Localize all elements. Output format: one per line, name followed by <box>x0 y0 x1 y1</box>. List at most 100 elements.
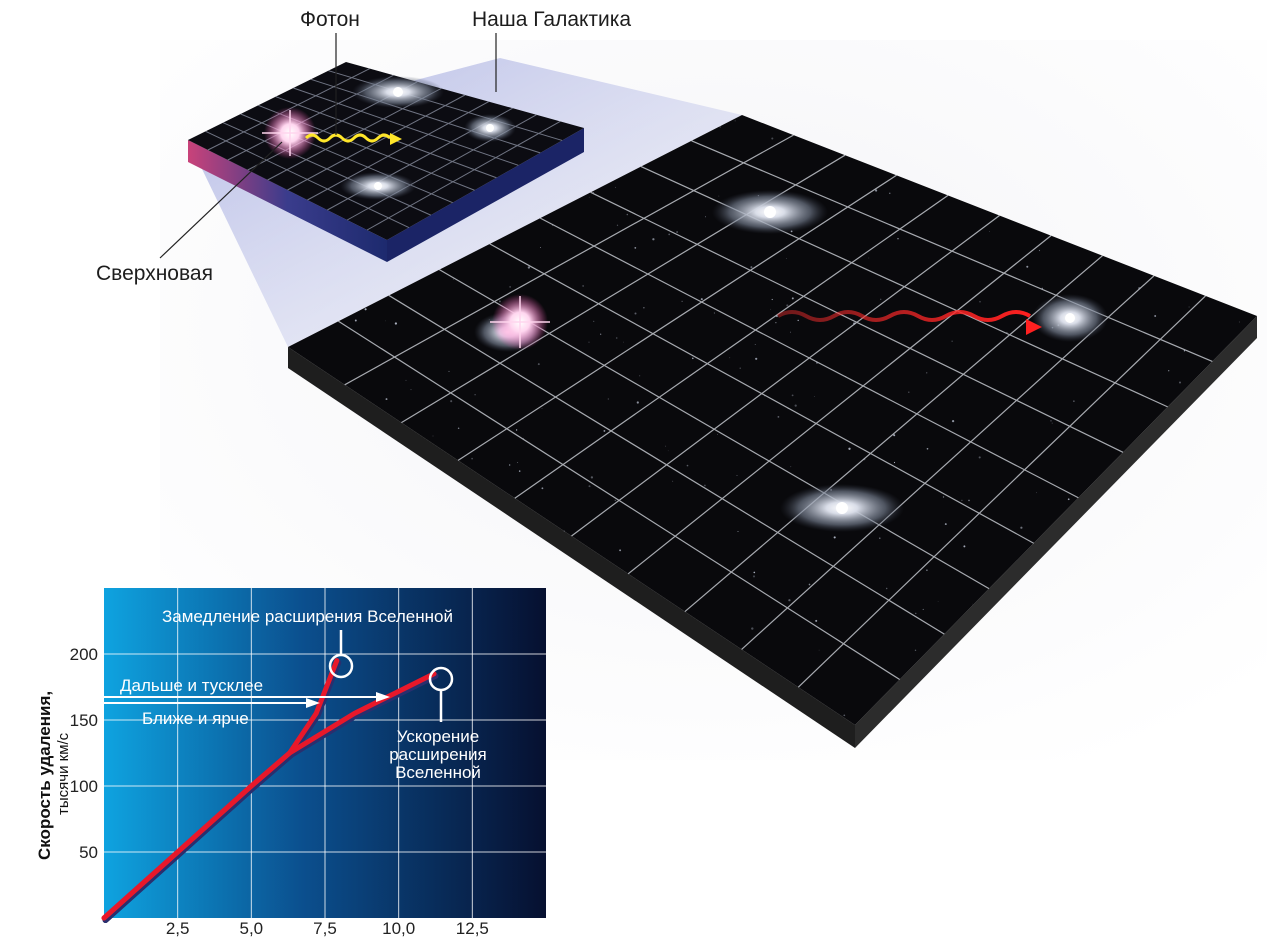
star <box>739 367 741 369</box>
star <box>868 257 870 259</box>
star <box>815 619 818 622</box>
star <box>394 322 398 325</box>
star <box>509 286 511 288</box>
star <box>848 447 851 450</box>
star <box>593 320 595 323</box>
star <box>755 357 758 360</box>
y-tick-label: 100 <box>70 777 98 796</box>
star <box>963 545 966 548</box>
star <box>672 480 674 482</box>
star <box>751 627 754 630</box>
star <box>750 266 753 269</box>
star <box>1036 492 1037 494</box>
star <box>889 192 891 194</box>
star <box>816 361 818 364</box>
star <box>410 389 412 391</box>
photon-label: Фотон <box>300 8 360 31</box>
star <box>622 229 623 231</box>
star <box>926 447 929 450</box>
star <box>775 315 778 318</box>
star <box>590 476 594 479</box>
star <box>619 549 622 552</box>
large-space-slab <box>288 115 1257 748</box>
grid-line <box>514 194 949 499</box>
star <box>843 714 846 717</box>
x-tick-label: 7,5 <box>313 919 337 937</box>
closer-arrow-icon <box>104 698 320 708</box>
grid-line <box>366 120 561 231</box>
star <box>527 266 531 269</box>
star <box>922 608 924 610</box>
star <box>951 419 955 423</box>
star <box>713 312 715 314</box>
star <box>676 231 678 233</box>
star <box>518 470 521 472</box>
supernova-flash-icon <box>490 294 550 350</box>
star <box>515 429 518 431</box>
supernova-label: Сверхновая <box>96 262 213 285</box>
leader-line <box>159 141 283 259</box>
star <box>457 427 460 430</box>
grid-line <box>797 295 1206 688</box>
star <box>1168 370 1170 372</box>
star <box>634 246 637 249</box>
star <box>818 649 820 651</box>
star <box>875 189 878 192</box>
galaxy-icon <box>464 114 516 142</box>
star <box>607 398 609 400</box>
star <box>1038 249 1041 252</box>
star <box>771 298 773 301</box>
star <box>1073 400 1075 402</box>
star <box>652 238 655 241</box>
star <box>863 458 866 461</box>
star <box>668 233 671 236</box>
star <box>639 375 641 377</box>
star <box>1051 422 1053 424</box>
star <box>926 569 928 572</box>
star <box>944 523 947 526</box>
star <box>385 320 386 322</box>
star <box>552 224 554 226</box>
star <box>893 461 896 464</box>
star <box>448 370 450 372</box>
star <box>880 298 882 300</box>
star <box>615 186 617 188</box>
star <box>1154 315 1157 317</box>
star <box>1238 321 1240 323</box>
star <box>951 340 953 342</box>
star <box>942 496 945 498</box>
star <box>1020 526 1023 529</box>
star <box>432 435 434 437</box>
star <box>788 599 791 602</box>
y-tick-label: 200 <box>70 645 98 664</box>
galaxy-icon <box>712 190 828 234</box>
series-line <box>101 671 437 921</box>
galaxy-icon <box>340 172 416 200</box>
star <box>643 307 645 309</box>
star <box>522 437 524 439</box>
star <box>603 429 606 432</box>
deceleration-label: Замедление расширения Вселенной <box>162 607 453 626</box>
star <box>405 379 407 381</box>
star <box>509 464 511 466</box>
grid-line <box>307 101 490 201</box>
galaxy-icon <box>352 76 444 108</box>
star <box>915 612 917 615</box>
star <box>790 331 791 333</box>
our-galaxy-label: Наша Галактика <box>472 8 632 31</box>
grid-line <box>457 174 897 461</box>
y-tick-label: 150 <box>70 711 98 730</box>
star <box>897 238 899 240</box>
star <box>771 137 774 140</box>
farther-label: Дальше и тусклее <box>120 676 263 695</box>
y-axis-subtitle: тысячи км/с <box>55 732 72 815</box>
star <box>787 408 789 410</box>
star <box>879 537 881 539</box>
star <box>615 337 618 339</box>
star <box>813 396 815 397</box>
star <box>588 341 590 343</box>
star <box>734 120 736 122</box>
star <box>979 300 981 303</box>
star <box>588 196 590 198</box>
star <box>686 464 689 467</box>
